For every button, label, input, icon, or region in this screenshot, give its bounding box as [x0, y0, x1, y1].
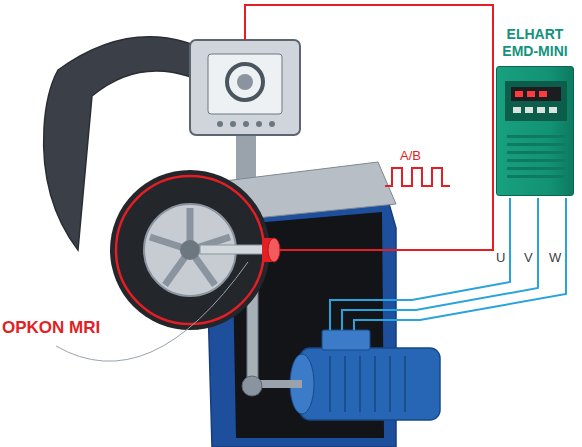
phase-label: W [549, 250, 561, 265]
tire-stripe [116, 176, 264, 324]
screen-rim-icon [237, 74, 253, 90]
vent-slot [507, 167, 565, 170]
monitor-stand [236, 130, 256, 182]
control-panel [505, 81, 567, 121]
terminal-box [322, 330, 370, 350]
vent-slot [507, 151, 565, 154]
keypad-button [525, 107, 533, 113]
phase-label: V [524, 250, 533, 265]
vent-slot [507, 143, 565, 146]
screen-tire-icon [227, 64, 263, 100]
tire [110, 170, 270, 330]
screen-buttons [217, 121, 275, 127]
motor-fins [330, 356, 405, 412]
pulley [242, 376, 262, 396]
vent-slot [507, 135, 565, 138]
motor [300, 348, 440, 420]
motor-shaft [258, 380, 302, 388]
pulse-waveform [385, 168, 450, 186]
inverter-front [497, 67, 575, 195]
display-digit [539, 91, 547, 97]
monitor-screen [208, 54, 282, 114]
display-digit [515, 91, 523, 97]
hub [180, 240, 200, 260]
drive-unit: ELHART EMD-MINI [492, 26, 578, 194]
inverter-housing [496, 66, 574, 196]
device-name: ELHART EMD-MINI [492, 26, 578, 60]
shaft [200, 245, 264, 254]
leader-line [56, 262, 248, 361]
monitor [190, 40, 300, 135]
vent-slot [507, 175, 565, 178]
phase-label: U [496, 250, 505, 265]
part-label: OPKON MRI [2, 318, 100, 338]
display-digit [527, 91, 535, 97]
encoder-face [268, 238, 280, 262]
display [511, 87, 561, 101]
keypad-button [537, 107, 545, 113]
vent-slot [507, 159, 565, 162]
power-wires [330, 198, 566, 330]
keypad-button [549, 107, 557, 113]
keypad-button [513, 107, 521, 113]
signal-line [245, 5, 493, 250]
signal-name: A/B [400, 148, 421, 163]
